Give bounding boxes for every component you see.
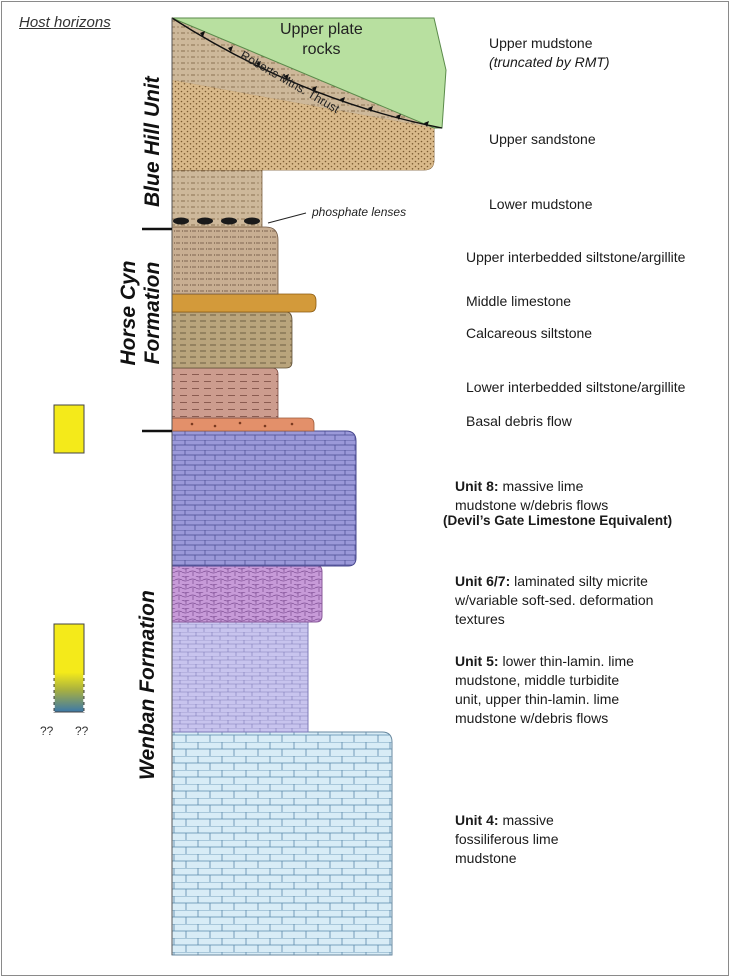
roberts-mtns-thrust-fault	[171, 17, 443, 129]
unit8-label: Unit 8: massive lime mudstone w/debris f…	[455, 478, 609, 513]
host-horizon-bar-lower	[53, 623, 85, 713]
upper-mudstone-label: Upper mudstone (truncated by RMT)	[489, 35, 610, 70]
phosphate-lenses-label: phosphate lenses	[312, 205, 407, 219]
thrust-teeth	[200, 31, 429, 127]
basal-debris-layer	[171, 417, 315, 432]
lower-interbedded-label: Lower interbedded siltstone/argillite	[466, 379, 686, 395]
unit5-label: Unit 5: lower thin-lamin. lime mudstone,…	[455, 653, 634, 726]
question-mark-left: ??	[40, 724, 54, 738]
host-horizon-bar-upper	[53, 404, 85, 454]
basal-debris-label: Basal debris flow	[466, 413, 572, 429]
middle-limestone-label: Middle limestone	[466, 293, 572, 309]
upper-interbedded-label: Upper interbedded siltstone/argillite	[466, 249, 686, 265]
upper-interbedded-layer	[171, 226, 279, 295]
devils-gate-label: (Devil’s Gate Limestone Equivalent)	[443, 513, 673, 528]
horse-cyn-formation-label: Horse Cyn Formation	[117, 228, 165, 398]
lower-mudstone-label: Lower mudstone	[489, 196, 593, 212]
calcareous-siltstone-label: Calcareous siltstone	[466, 325, 593, 341]
upper-plate-label: Upper plate rocks	[280, 21, 363, 58]
lower-interbedded-layer	[171, 367, 279, 419]
horse-cyn-line2: Formation	[141, 261, 164, 365]
host-horizons-heading: Host horizons	[19, 14, 111, 31]
unit67-layer	[171, 565, 323, 623]
blue-hill-unit-label: Blue Hill Unit	[141, 76, 164, 207]
unit8-layer	[171, 430, 357, 567]
phosphate-lenses	[173, 217, 260, 225]
phosphate-leader-line	[267, 212, 307, 224]
unit5-layer	[171, 621, 309, 733]
question-mark-right: ??	[75, 724, 89, 738]
unit4-layer	[171, 731, 393, 956]
horse-cyn-line1: Horse Cyn	[117, 260, 140, 366]
lower-mudstone-layer	[171, 169, 263, 228]
upper-plate-layer	[171, 17, 447, 129]
unit4-label: Unit 4: massive fossiliferous lime mudst…	[455, 812, 559, 866]
wenban-formation-label: Wenban Formation	[136, 590, 159, 780]
middle-limestone-layer	[171, 293, 317, 313]
upper-sandstone-label: Upper sandstone	[489, 131, 596, 147]
calcareous-siltstone-layer	[171, 311, 293, 369]
unit67-label: Unit 6/7: laminated silty micrite w/vari…	[455, 573, 654, 627]
